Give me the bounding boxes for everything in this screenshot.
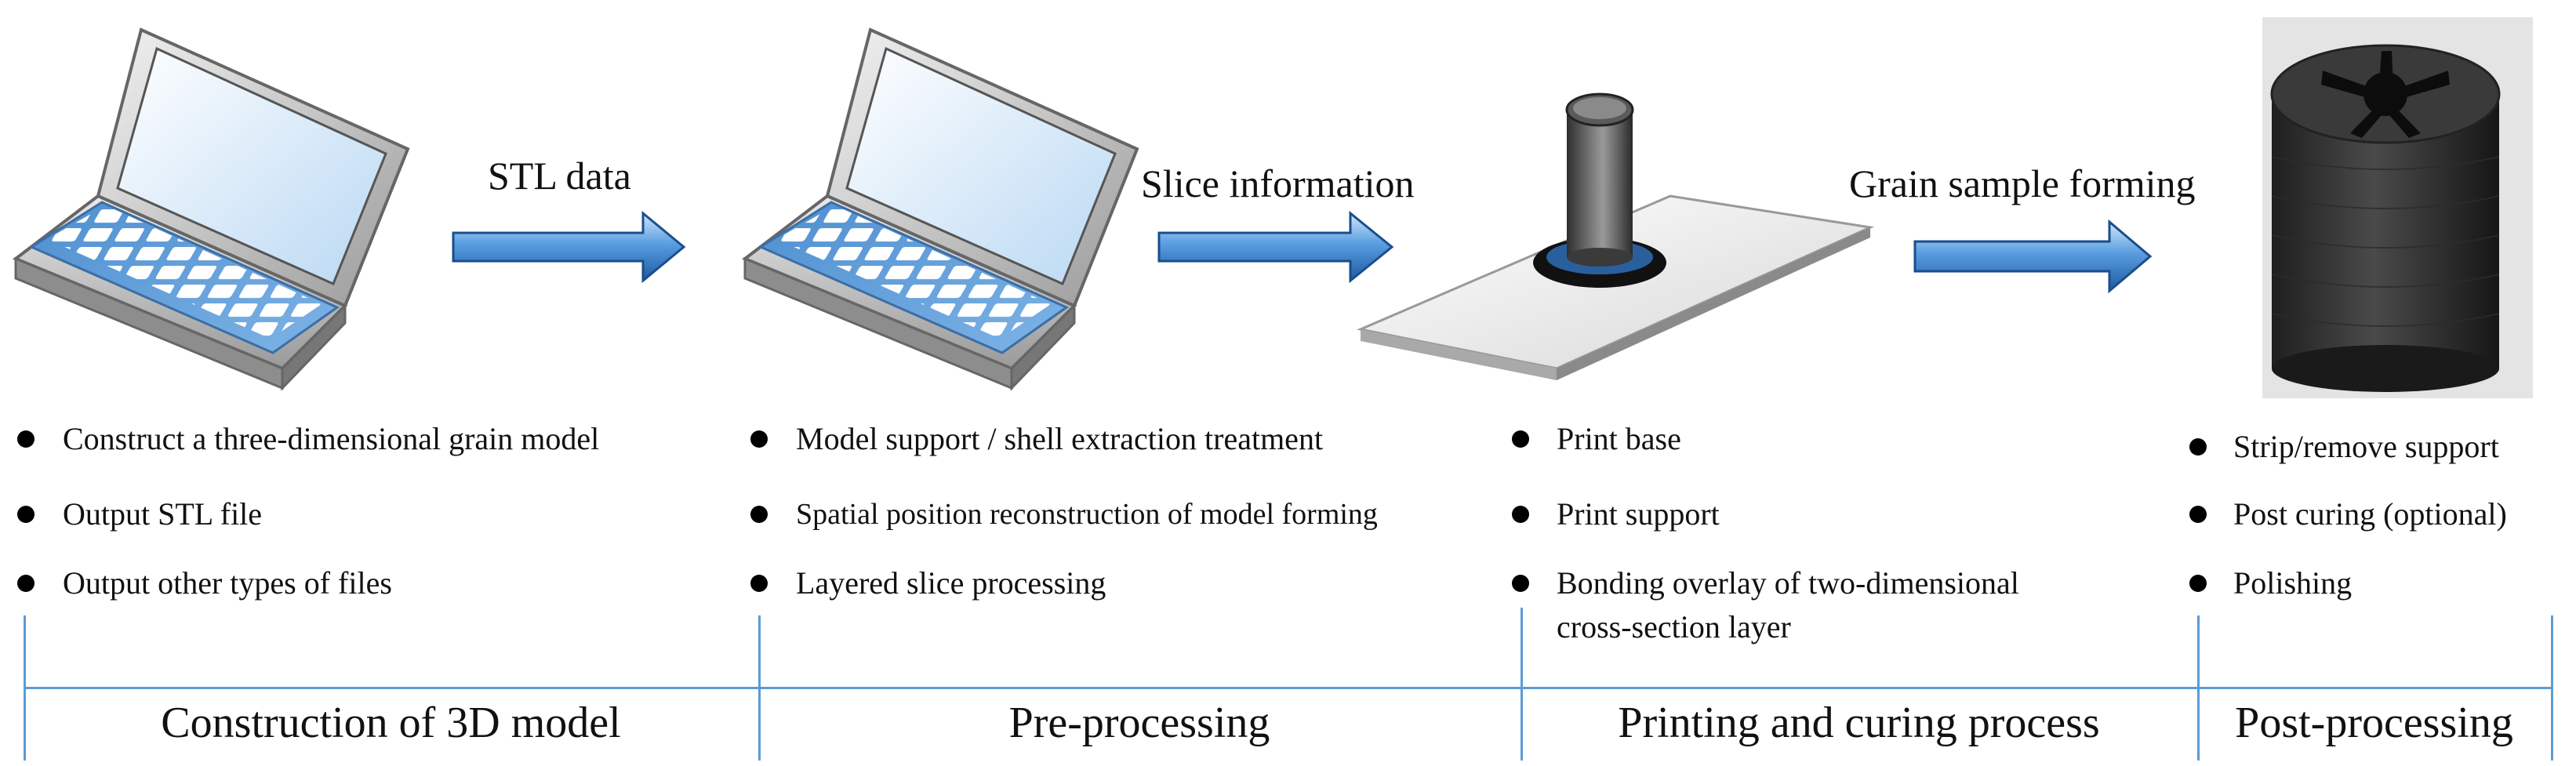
stage-label-construction: Construction of 3D model	[161, 699, 621, 747]
bullet-dot	[750, 430, 768, 448]
grain-sample-icon	[2262, 17, 2533, 398]
bullet-item: Print base	[1557, 421, 1681, 456]
bullet-dot	[2189, 575, 2207, 592]
bullet-item: Post curing (optional)	[2233, 496, 2507, 532]
bullet-dot	[1512, 506, 1529, 523]
bullet-item: Construct a three-dimensional grain mode…	[63, 421, 600, 456]
bullet-item: Output other types of files	[63, 565, 392, 601]
arrow-2	[1157, 210, 1394, 284]
arrow-3	[1913, 219, 2153, 294]
bullet-item: Model support / shell extraction treatme…	[796, 421, 1324, 456]
bullet-item: Bonding overlay of two-dimensional	[1557, 565, 2019, 601]
bullet-dot	[17, 575, 35, 592]
bullet-item: Layered slice processing	[796, 565, 1106, 601]
bullet-item-continuation: cross-section layer	[1557, 609, 1791, 644]
bullet-dot	[2189, 438, 2207, 456]
stage-label-preprocessing: Pre-processing	[1008, 699, 1270, 747]
arrow-label-slice: Slice information	[1141, 162, 1415, 205]
bullet-item: Print support	[1557, 496, 1720, 532]
diagram-illustrations	[14, 17, 2533, 398]
stage-label-postprocessing: Post-processing	[2235, 699, 2513, 747]
bullet-item: Polishing	[2233, 565, 2353, 601]
bullet-dot	[750, 506, 768, 523]
arrow-label-stl: STL data	[488, 154, 631, 198]
bullet-dot	[1512, 575, 1529, 592]
bullet-dot	[17, 430, 35, 448]
stage-divider-1	[24, 615, 26, 761]
stage-divider-3	[1521, 608, 1523, 761]
bullet-item: Output STL file	[63, 496, 263, 532]
bullet-item: Spatial position reconstruction of model…	[796, 498, 1378, 531]
bullet-dot	[1512, 430, 1529, 448]
stage-label-printing: Printing and curing process	[1618, 699, 2100, 747]
timeline-line	[24, 687, 2552, 689]
bullet-item: Strip/remove support	[2233, 429, 2499, 464]
stage-divider-4	[2197, 615, 2200, 761]
stage-divider-5	[2551, 615, 2553, 761]
bullet-dot	[750, 575, 768, 592]
arrow-label-grain: Grain sample forming	[1849, 162, 2196, 205]
arrow-1	[452, 210, 686, 284]
bullet-dot	[17, 506, 35, 523]
build-plate-icon	[1356, 93, 1875, 380]
laptop-icon-2	[743, 28, 1139, 390]
laptop-icon-1	[14, 28, 409, 390]
stage-divider-2	[758, 615, 761, 761]
bullet-dot	[2189, 506, 2207, 523]
